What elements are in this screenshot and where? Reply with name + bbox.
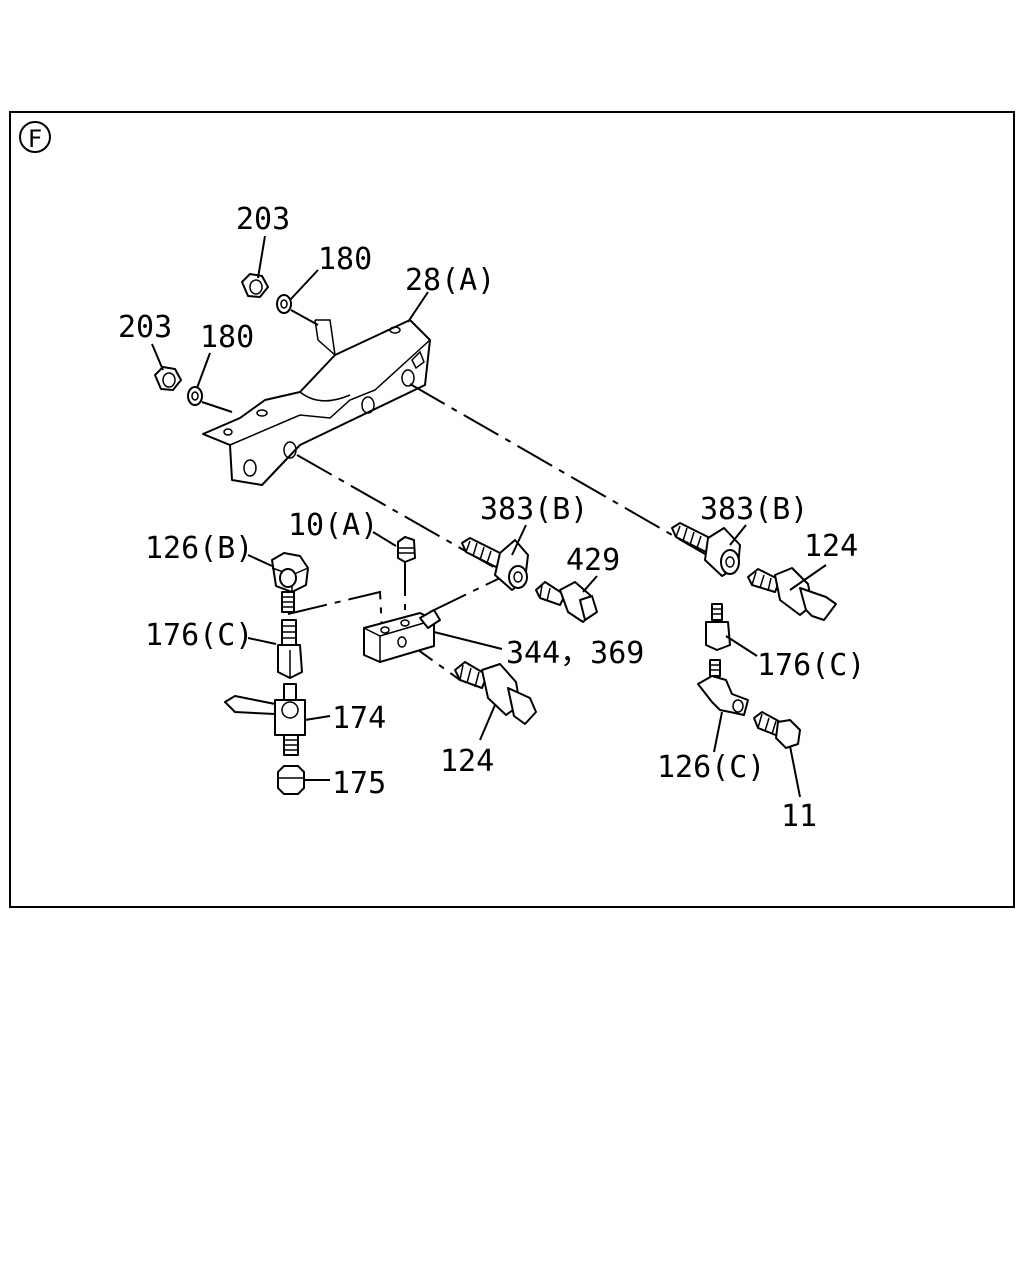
label-11: 11	[781, 799, 817, 834]
washer-180-upper	[276, 294, 292, 314]
label-126b: 126(B)	[145, 531, 253, 566]
label-124-lower: 124	[440, 744, 494, 779]
label-174: 174	[332, 701, 386, 736]
nut-203-upper	[241, 273, 269, 298]
plug-10a	[397, 536, 416, 563]
cock-174	[224, 683, 306, 756]
label-10a: 10(A)	[288, 508, 378, 543]
label-124-right: 124	[804, 529, 858, 564]
cap-175	[277, 765, 305, 795]
block-344-369	[363, 609, 441, 663]
fitting-176c-right	[705, 603, 731, 651]
label-203-upper: 203	[236, 202, 290, 237]
label-383b-right: 383(B)	[700, 492, 808, 527]
fitting-383b-left	[461, 537, 529, 591]
label-28a: 28(A)	[405, 263, 495, 298]
bracket-part	[202, 319, 431, 486]
nut-203-lower	[154, 366, 182, 391]
label-180-upper: 180	[318, 242, 372, 277]
bolt-11	[753, 711, 801, 749]
sensor-124-right	[747, 567, 837, 621]
label-176c-left: 176(C)	[145, 618, 253, 653]
sensor-124-lower	[454, 661, 537, 725]
label-383b-left: 383(B)	[480, 492, 588, 527]
fitting-176c-left	[277, 619, 303, 679]
washer-180-lower	[187, 386, 203, 406]
label-429: 429	[566, 543, 620, 578]
label-180-lower: 180	[200, 320, 254, 355]
sensor-429	[535, 581, 598, 623]
fitting-383b-right	[671, 522, 741, 577]
label-344-369: 344，369	[506, 636, 644, 671]
leader-lines	[151, 235, 827, 798]
label-176c-right: 176(C)	[757, 648, 865, 683]
fitting-126b	[271, 552, 309, 613]
fitting-126c	[697, 659, 749, 716]
label-175: 175	[332, 766, 386, 801]
diagram-frame	[9, 111, 1015, 908]
section-marker: F	[19, 121, 51, 153]
section-marker-letter: F	[28, 125, 42, 153]
label-126c: 126(C)	[657, 750, 765, 785]
label-203-lower: 203	[118, 310, 172, 345]
